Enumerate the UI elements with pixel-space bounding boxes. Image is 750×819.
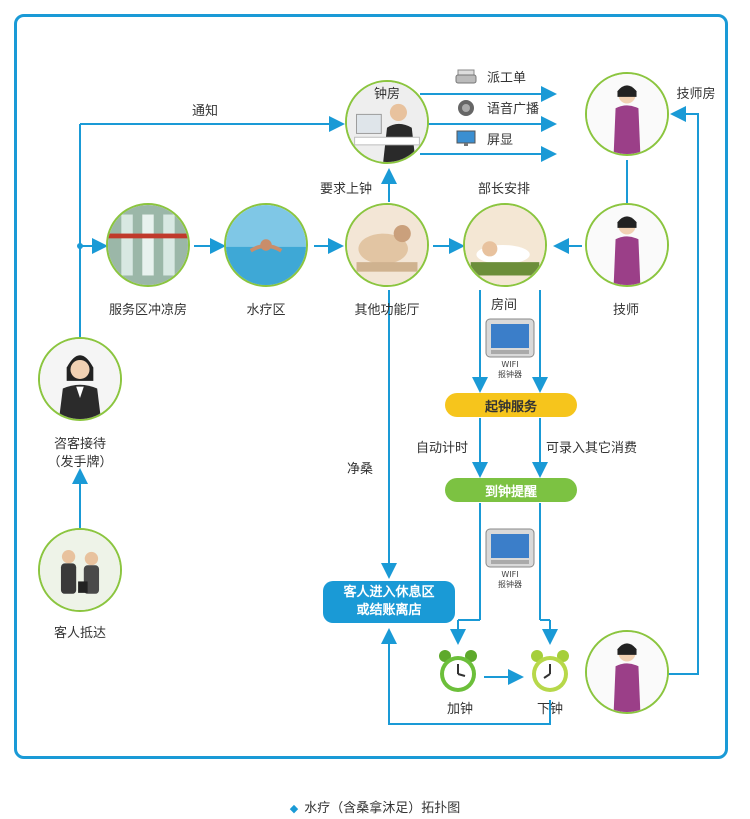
hydro-label: 水疗区 — [246, 303, 286, 318]
output-dispatch: 派工单 — [455, 67, 526, 86]
monitor-icon — [456, 130, 476, 146]
output-screen: 屏显 — [455, 129, 513, 148]
tech-room-label: 技师房 — [676, 87, 716, 102]
other-hall-label: 其他功能厅 — [354, 303, 420, 318]
destination-line-1: 客人进入休息区 — [343, 585, 435, 600]
room-label: 房间 — [490, 298, 517, 313]
wifi-label-3: WIFI — [501, 570, 519, 579]
wifi-label-4: 报钟器 — [498, 580, 522, 589]
sauna-label: 净桑 — [347, 462, 374, 477]
reception-label-2: （发手牌） — [47, 455, 113, 470]
ringing-clock-icon — [531, 650, 569, 692]
caption-text: 水疗（含桑拿沐足）拓扑图 — [304, 801, 461, 816]
bell-room-label: 钟房 — [373, 87, 400, 102]
tech-room-node — [585, 72, 669, 156]
edge-end-destination — [381, 628, 551, 725]
reception-node — [38, 337, 122, 421]
printer-icon — [455, 69, 477, 83]
output-dispatch-label: 派工单 — [487, 71, 527, 86]
arrival-label: 客人抵达 — [53, 626, 106, 641]
technician-label: 技师 — [612, 303, 639, 318]
output-screen-label: 屏显 — [487, 133, 514, 148]
bell-room-node — [345, 80, 429, 164]
destination-box: 客人进入休息区 或结账离店 — [323, 581, 455, 623]
arrival-node — [38, 528, 122, 612]
receptionist-icon — [40, 339, 120, 419]
shower-room-icon — [108, 205, 188, 285]
technician-icon — [587, 205, 667, 285]
output-broadcast: 语音广播 — [455, 98, 539, 117]
guests-icon — [40, 530, 120, 610]
destination-line-2: 或结账离店 — [356, 603, 422, 618]
shower-label: 服务区冲凉房 — [108, 303, 187, 318]
reception-label-1: 咨客接待 — [53, 437, 106, 452]
time-reminder-pill: 到钟提醒 — [445, 478, 577, 502]
add-time-label: 加钟 — [446, 702, 473, 717]
other-consumption-label: 可录入其它消费 — [546, 441, 638, 456]
treatment-room-icon — [465, 205, 545, 285]
manager-arrange-label: 部长安排 — [478, 182, 531, 197]
technician-icon — [587, 632, 667, 712]
diamond-bullet-icon: ◆ — [289, 802, 299, 815]
alarm-clock-icon — [439, 650, 477, 692]
technician-room-icon — [587, 74, 667, 154]
pool-icon — [226, 205, 306, 285]
operator-icon — [347, 82, 427, 162]
start-service-pill: 起钟服务 — [445, 393, 577, 417]
technician-node — [585, 203, 669, 287]
massage-icon — [347, 205, 427, 285]
shower-node — [106, 203, 190, 287]
speaker-icon — [458, 99, 474, 116]
output-broadcast-label: 语音广播 — [487, 102, 540, 117]
auto-timer-label: 自动计时 — [416, 441, 469, 456]
wifi-label-1: WIFI — [501, 360, 519, 369]
wifi-pager-icon — [485, 528, 535, 568]
junction-dot — [77, 243, 83, 249]
wifi-label-2: 报钟器 — [498, 370, 522, 379]
technician-end-node — [585, 630, 669, 714]
request-bell-label: 要求上钟 — [320, 182, 373, 197]
wifi-pager-icon — [485, 318, 535, 358]
end-time-label: 下钟 — [536, 702, 563, 717]
room-node — [463, 203, 547, 287]
diagram-caption: ◆ 水疗（含桑拿沐足）拓扑图 — [0, 797, 750, 816]
other-hall-node — [345, 203, 429, 287]
hydro-node — [224, 203, 308, 287]
edge-loop-techroom — [665, 106, 699, 675]
notify-label: 通知 — [192, 104, 219, 119]
